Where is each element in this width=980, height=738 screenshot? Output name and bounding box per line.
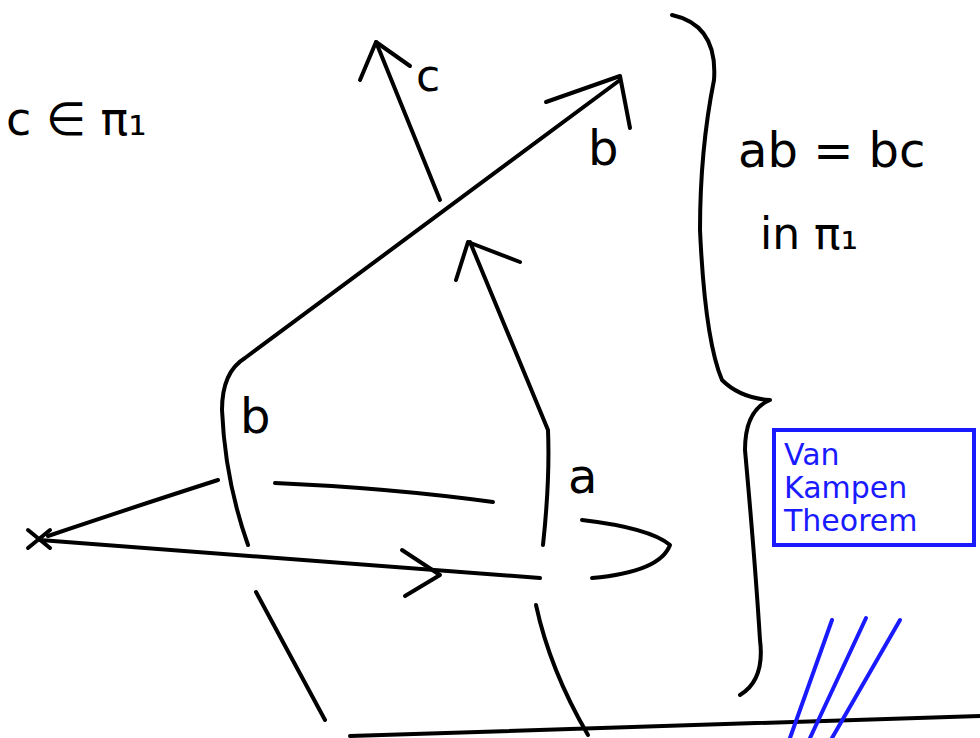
pointer-line bbox=[790, 620, 832, 738]
curly-brace bbox=[672, 15, 770, 695]
theorem-name: Van Kampen Theorem bbox=[776, 432, 972, 543]
path-to-b-tube bbox=[48, 480, 218, 536]
arrowhead bbox=[360, 42, 410, 80]
theorem-box: Van Kampen Theorem bbox=[772, 428, 976, 547]
loop-a-base bbox=[40, 540, 540, 578]
membership-note: c ∈ π₁ bbox=[6, 96, 147, 142]
left-tube-bottom bbox=[256, 592, 325, 720]
floor-line bbox=[350, 716, 980, 736]
loop-a bbox=[582, 520, 670, 578]
pointer-line bbox=[832, 620, 900, 738]
right-tube-bottom bbox=[536, 605, 588, 735]
arrowhead bbox=[402, 550, 440, 596]
relation-note: in π₁ bbox=[760, 212, 858, 256]
basepoint bbox=[28, 530, 50, 548]
relation-note: ab = bc bbox=[738, 126, 925, 174]
loop-label: b bbox=[240, 392, 270, 440]
arrowhead bbox=[546, 76, 630, 128]
pointer-lines bbox=[790, 618, 900, 738]
arrowhead bbox=[456, 242, 520, 280]
path-between-tubes bbox=[275, 483, 493, 502]
loop-label: b bbox=[588, 124, 618, 172]
pointer-line bbox=[810, 618, 866, 738]
loop-label: a bbox=[568, 452, 597, 500]
right-tube bbox=[470, 242, 548, 545]
loop-label: c bbox=[416, 54, 440, 98]
